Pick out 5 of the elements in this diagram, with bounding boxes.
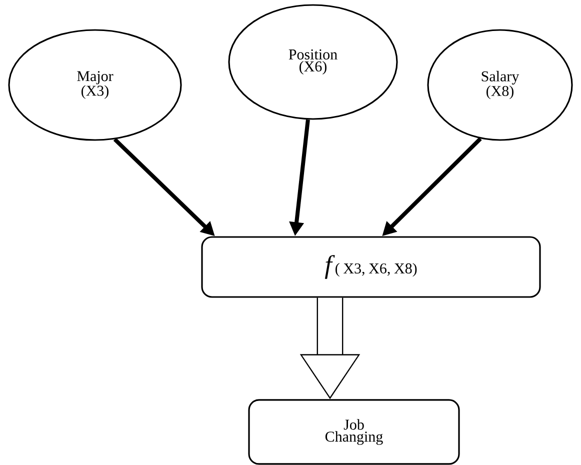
process-box: Job Changing xyxy=(248,399,460,465)
process-box: f( X3, X6, X8) xyxy=(201,236,541,298)
ellipse-node: Position (X6) xyxy=(228,4,398,120)
ellipse-node: Salary (X8) xyxy=(427,29,573,141)
ellipse-node: Major (X3) xyxy=(8,29,182,141)
